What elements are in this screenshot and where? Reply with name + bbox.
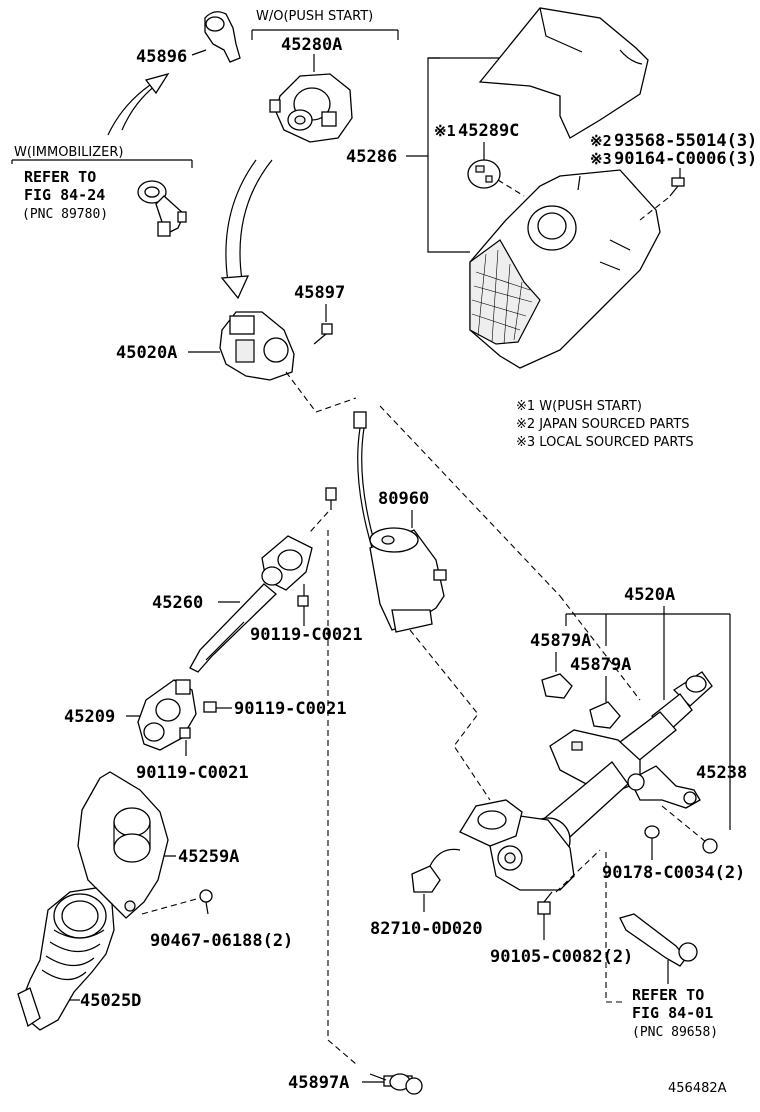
- label-90119-C0021-b: 90119-C0021: [234, 699, 347, 719]
- ref-fig84-01-line2: FIG 84-01: [632, 1004, 713, 1022]
- label-93568-55014: 93568-55014(3): [614, 131, 757, 151]
- immobilizer-coil-drawing: [137, 180, 187, 237]
- label-45259A: 45259A: [178, 847, 239, 867]
- motor-80960-drawing: [353, 411, 447, 633]
- mark-3: ※3: [590, 150, 612, 168]
- legend-1: ※1 W(PUSH START): [516, 399, 642, 414]
- diagram-id: 456482A: [668, 1081, 727, 1096]
- label-90467-06188: 90467-06188(2): [150, 931, 293, 951]
- label-90105-C0082: 90105-C0082(2): [490, 947, 633, 967]
- bolt-90105-drawing: [537, 891, 553, 915]
- bolt-90467-drawing: [199, 889, 213, 915]
- label-45260: 45260: [152, 593, 203, 613]
- label-4520A: 4520A: [624, 585, 675, 605]
- bolt-90119-b-drawing: [203, 701, 217, 713]
- bolt-45897A-drawing: [369, 1073, 423, 1095]
- ref-fig84-24-line3: (PNC 89780): [22, 207, 108, 222]
- label-w-immobilizer: W(IMMOBILIZER): [14, 145, 123, 160]
- label-45286: 45286: [346, 147, 397, 167]
- screw-cover-drawing: [669, 177, 685, 197]
- screw-top-drawing: [325, 487, 337, 510]
- label-45020A: 45020A: [116, 343, 177, 363]
- label-45025D: 45025D: [80, 991, 141, 1011]
- label-82710-0D020: 82710-0D020: [370, 919, 483, 939]
- column-cover-45286-drawing: [469, 7, 661, 369]
- label-45289C: 45289C: [458, 121, 519, 141]
- intermediate-shaft-45260-drawing: [189, 535, 313, 673]
- arrow-curve-down: [239, 159, 273, 281]
- ref-fig84-01-line1: REFER TO: [632, 986, 704, 1004]
- bolt-90119-a-drawing: [297, 595, 309, 607]
- lock-housing-45020A-drawing: [219, 311, 295, 381]
- nut-90178-drawing: [644, 825, 660, 839]
- dust-cover-plate-45259A-drawing: [77, 771, 169, 919]
- label-45897: 45897: [294, 283, 345, 303]
- bolt-90119-c-drawing: [179, 727, 191, 739]
- legend-2: ※2 JAPAN SOURCED PARTS: [516, 417, 690, 432]
- part-45289C-drawing: [467, 159, 501, 189]
- steering-column-4520A-drawing: [459, 671, 713, 891]
- label-90164-C0006: 90164-C0006(3): [614, 149, 757, 169]
- ref-fig84-24-line1: REFER TO: [24, 168, 96, 186]
- label-45879A-a: 45879A: [530, 631, 591, 651]
- connector-82710-drawing: [411, 848, 461, 893]
- label-wo-push-start: W/O(PUSH START): [256, 9, 373, 24]
- part-45896-drawing: [204, 11, 241, 63]
- legend-3: ※3 LOCAL SOURCED PARTS: [516, 435, 694, 450]
- bolt-45238-drawing: [702, 838, 718, 854]
- bracket-84-01-drawing: [619, 913, 698, 967]
- label-90178-C0034: 90178-C0034(2): [602, 863, 745, 883]
- mark-1: ※1: [434, 122, 456, 140]
- label-90119-C0021-a: 90119-C0021: [250, 625, 363, 645]
- clip-45879A-b-drawing: [589, 701, 621, 729]
- label-45280A: 45280A: [281, 35, 342, 55]
- clip-45879A-a-drawing: [541, 673, 573, 699]
- label-45896: 45896: [136, 47, 187, 67]
- label-45209: 45209: [64, 707, 115, 727]
- ignition-lock-45280A-drawing: [269, 73, 353, 143]
- label-45238: 45238: [696, 763, 747, 783]
- label-45879A-b: 45879A: [570, 655, 631, 675]
- ref-fig84-01-line3: (PNC 89658): [632, 1025, 718, 1040]
- label-45897A: 45897A: [288, 1073, 349, 1093]
- boot-45025D-drawing: [17, 887, 115, 1031]
- label-80960: 80960: [378, 489, 429, 509]
- ref-fig84-24-line2: FIG 84-24: [24, 186, 105, 204]
- label-90119-C0021-c: 90119-C0021: [136, 763, 249, 783]
- mark-2: ※2: [590, 132, 612, 150]
- universal-joint-45209-drawing: [137, 679, 197, 751]
- screw-45897-drawing: [313, 323, 333, 345]
